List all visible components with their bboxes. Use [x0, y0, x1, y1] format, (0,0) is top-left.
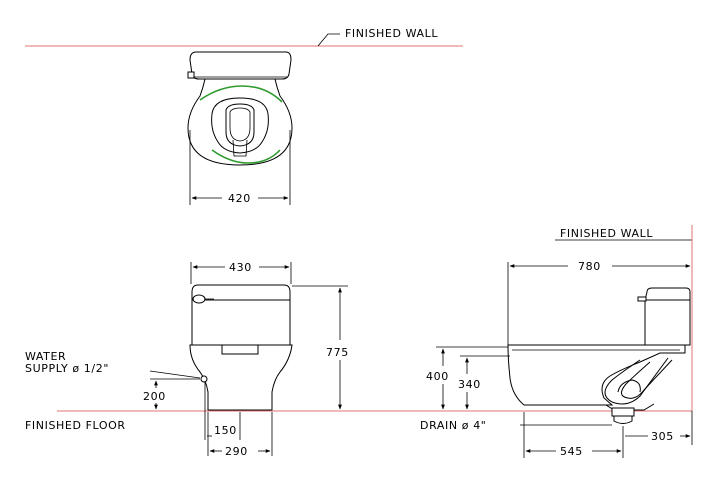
seat-outline [199, 85, 283, 103]
dim-side-length: 780 [578, 260, 601, 273]
top-view: FINISHED WALL 420 [25, 27, 463, 205]
dim-rim-height: 400 [426, 370, 449, 383]
bowl-side [507, 344, 686, 406]
bowl-outline-top [187, 78, 293, 166]
dim-tank-width: 430 [229, 261, 252, 274]
dim-drain-to-front: 545 [560, 445, 583, 458]
finished-floor-label: FINISHED FLOOR [25, 419, 126, 432]
drain-label: DRAIN ø 4" [420, 419, 486, 432]
dim-drain-to-wall: 305 [651, 430, 674, 443]
tank-front [191, 284, 291, 301]
dim-top-width: 420 [228, 192, 251, 205]
finished-wall-label-top: FINISHED WALL [345, 27, 438, 40]
dim-supply-offset: 150 [214, 424, 237, 437]
dim-seat-height: 340 [458, 378, 481, 391]
bowl-front [189, 344, 293, 411]
dim-supply-height: 200 [143, 390, 166, 403]
water-supply-label-1: WATER [25, 350, 66, 363]
dim-base-width: 290 [225, 445, 248, 458]
side-view: FINISHED WALL DRAIN ø 4" 780 400 [420, 225, 693, 458]
tank-side [644, 287, 691, 301]
water-supply-label-2: SUPPLY ø 1/2" [25, 362, 109, 375]
dim-front-height: 775 [326, 346, 349, 359]
front-view: FINISHED FLOOR WATER SUPPLY ø 1/2" 430 7… [25, 261, 692, 458]
wall-leader [317, 33, 340, 47]
tank-top [189, 51, 292, 80]
finished-wall-label-side: FINISHED WALL [560, 227, 653, 240]
